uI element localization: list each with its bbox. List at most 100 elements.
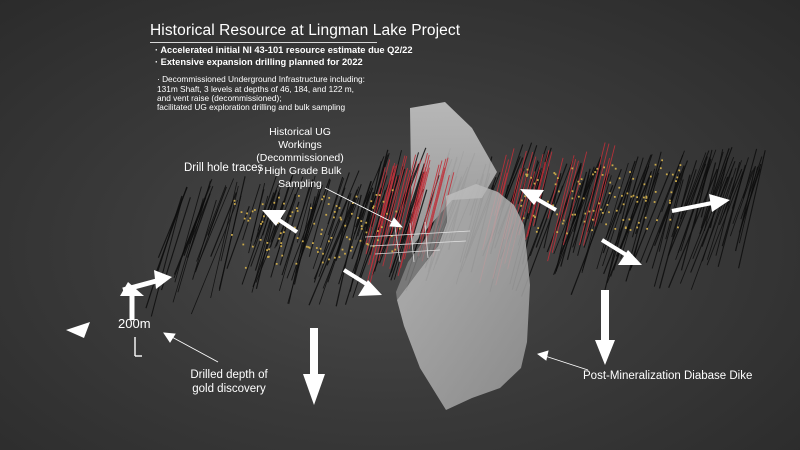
drill-hole-trace	[410, 159, 431, 238]
arrows	[66, 189, 730, 405]
drill-hole-trace	[335, 200, 356, 262]
gold-intercept-dot	[608, 211, 610, 214]
infrastructure-line: 131m Shaft, 3 levels at depths of 46, 18…	[157, 84, 354, 94]
drill-hole-trace	[406, 153, 428, 235]
gold-intercept-dot	[532, 214, 535, 217]
gold-intercept-dot	[571, 197, 574, 200]
gold-intercept-dot	[283, 231, 285, 234]
drill-hole-trace	[723, 160, 742, 215]
gold-intercept-dot	[629, 171, 631, 173]
drill-hole-trace	[248, 182, 266, 254]
gold-intercept-dot	[261, 203, 264, 206]
gold-intercept-dot	[307, 246, 310, 248]
gold-intercept-dot	[382, 200, 385, 203]
drill-hole-trace	[699, 148, 730, 235]
historical-ug-label-line: Sampling	[278, 178, 322, 190]
drill-hole-trace	[616, 175, 638, 245]
drill-hole-trace	[700, 151, 724, 229]
gold-intercept-dot	[279, 232, 282, 235]
gold-intercept-dot	[291, 211, 294, 214]
gold-intercept-dot	[305, 245, 308, 248]
drill-hole-trace	[226, 206, 250, 269]
gold-intercept-dot	[251, 210, 254, 213]
gold-intercept-dot	[677, 226, 679, 229]
gold-intercept-dot	[328, 258, 330, 261]
gold-intercept-dot	[577, 180, 580, 183]
gold-intercept-dot	[553, 172, 556, 174]
drill-hole-trace	[353, 187, 374, 235]
drill-hole-trace	[404, 152, 420, 201]
drill-hole-trace	[527, 153, 544, 214]
gold-intercept-dot	[321, 198, 323, 201]
gold-intercept-dot	[669, 202, 671, 204]
drill-hole-trace	[412, 189, 428, 237]
gold-intercept-dot	[608, 192, 611, 195]
drill-hole-trace	[680, 157, 711, 252]
gold-intercept-dot	[646, 227, 648, 230]
gold-intercept-dot	[671, 173, 674, 176]
drill-hole-trace	[559, 156, 602, 255]
gold-intercept-dot	[296, 237, 299, 239]
gold-intercept-dot	[557, 177, 559, 179]
drill-hole-trace	[645, 165, 685, 263]
gold-intercept-dot	[351, 212, 353, 215]
gold-intercept-dot	[643, 183, 646, 186]
gold-intercept-dot	[391, 250, 394, 253]
gold-intercept-dot	[571, 167, 574, 170]
drill-hole-trace	[390, 190, 421, 281]
drill-hole-trace	[419, 164, 440, 240]
drill-hole-trace	[322, 197, 360, 289]
drill-hole-trace	[729, 167, 755, 237]
gold-intercept-dot	[263, 215, 265, 218]
drilled-depth-label-line: Drilled depth of	[190, 369, 268, 381]
gold-intercept-dot	[630, 195, 633, 198]
drill-hole-trace	[278, 183, 311, 291]
drill-hole-trace	[596, 162, 629, 270]
arrow-right-icon	[671, 194, 730, 213]
gold-intercept-dot	[561, 222, 564, 225]
drill-hole-trace	[620, 163, 650, 259]
drill-hole-trace	[554, 159, 602, 275]
drilled-depth-label-line: gold discovery	[192, 383, 266, 395]
gold-intercept-dot	[580, 178, 583, 180]
gold-intercept-dot	[391, 189, 394, 192]
gold-intercept-dot	[578, 183, 581, 185]
infrastructure-line: facilitated UG exploration drilling and …	[157, 102, 346, 112]
gold-intercept-dot	[243, 217, 246, 220]
gold-intercept-dot	[360, 227, 363, 230]
drill-hole-trace	[397, 173, 425, 277]
historical-ug-label-line: / High Grade Bulk	[258, 165, 342, 177]
gold-intercept-dot	[357, 217, 359, 219]
gold-intercept-dot	[554, 173, 557, 176]
drill-hole-trace	[302, 186, 321, 245]
gold-intercept-dot	[247, 219, 250, 222]
gold-intercept-dot	[275, 263, 278, 265]
gold-intercept-dot	[537, 227, 540, 229]
gold-intercept-dot	[394, 248, 397, 251]
gold-intercept-dot	[321, 228, 323, 231]
gold-intercept-dot	[293, 226, 296, 229]
diabase-dike	[397, 184, 530, 410]
drill-hole-trace	[190, 199, 238, 315]
drill-hole-trace	[562, 151, 588, 246]
arrow-left-icon	[66, 322, 90, 338]
gold-intercept-dot	[676, 176, 679, 179]
gold-intercept-dot	[333, 216, 335, 219]
gold-intercept-dot	[609, 181, 612, 184]
gold-intercept-dot	[359, 239, 362, 242]
gold-intercept-dot	[296, 207, 298, 210]
diabase-dike-side	[396, 196, 447, 300]
gold-intercept-dot	[578, 195, 580, 198]
gold-intercept-dot	[644, 199, 647, 202]
gold-intercept-dot	[613, 196, 616, 198]
gold-intercept-dot	[675, 180, 677, 182]
gold-intercept-dot	[628, 218, 631, 221]
drill-hole-trace	[717, 175, 743, 267]
gold-intercept-dot	[669, 218, 672, 221]
gold-intercept-dot	[278, 196, 280, 199]
gold-intercept-dot	[603, 166, 605, 169]
drill-hole-trace	[718, 168, 743, 226]
drill-hole-trace	[365, 159, 391, 255]
arrow-down-icon	[303, 328, 325, 405]
gold-intercept-dot	[622, 219, 625, 221]
